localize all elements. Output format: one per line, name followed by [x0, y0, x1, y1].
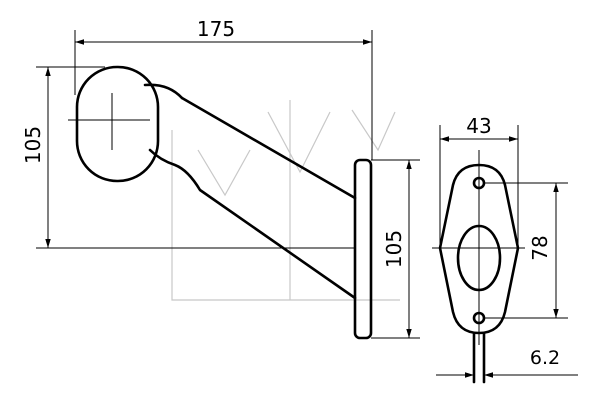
dimension-78: 78 — [485, 182, 568, 319]
lamp-head-outline — [75, 65, 160, 183]
lamp-neck — [143, 83, 184, 100]
dim-base-height: 105 — [382, 230, 406, 268]
dimension-105-base: 105 — [371, 159, 420, 339]
dim-hole-spacing: 78 — [528, 235, 552, 260]
dim-lamp-height: 105 — [21, 126, 45, 164]
side-view — [68, 65, 373, 340]
dim-overall-length: 175 — [197, 17, 235, 41]
dimension-175: 175 — [74, 17, 373, 160]
dimension-6-2: 6.2 — [436, 347, 578, 378]
dim-base-width: 43 — [466, 114, 491, 138]
front-view — [432, 150, 525, 384]
lower-arm — [148, 148, 357, 300]
watermark — [171, 100, 400, 301]
dim-thickness: 6.2 — [530, 347, 560, 369]
upper-arm — [180, 96, 357, 200]
mounting-base — [353, 158, 373, 340]
dimension-43: 43 — [439, 114, 519, 245]
dimension-105-left: 105 — [21, 66, 355, 249]
